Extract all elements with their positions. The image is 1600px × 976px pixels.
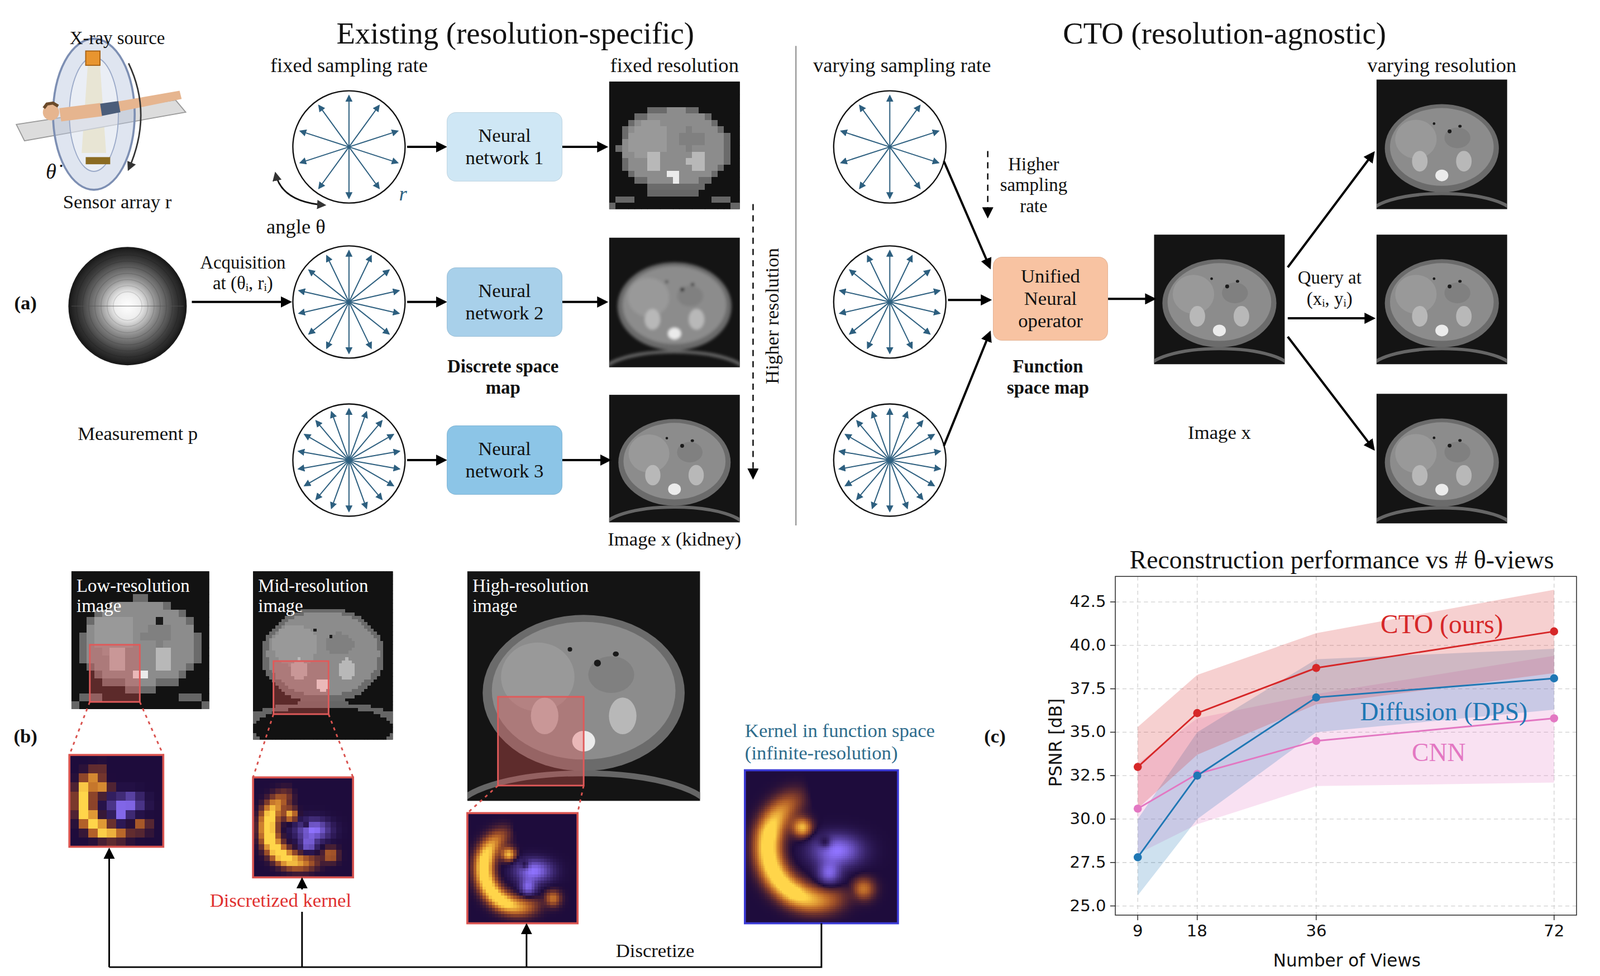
figure: X-ray sourceθ̇Sensor array r(a)Measureme… [0, 0, 1600, 976]
